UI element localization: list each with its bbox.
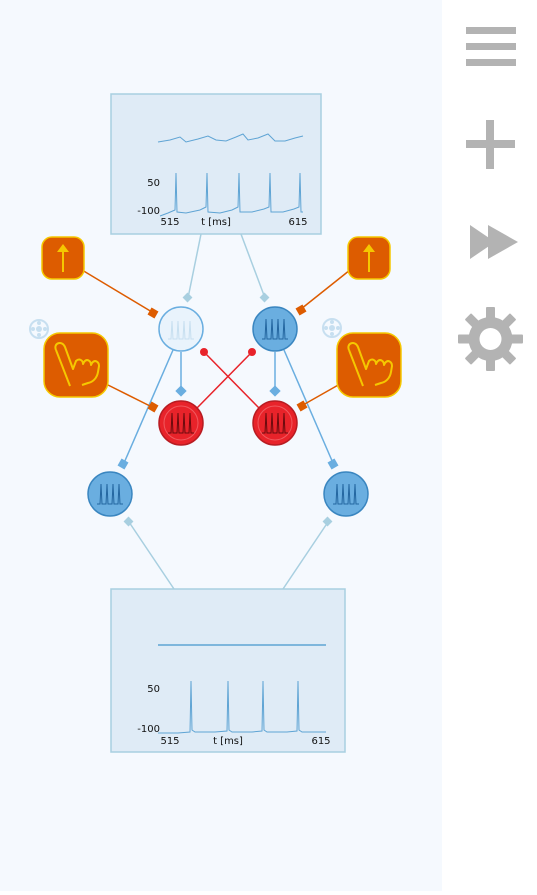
move-handle-icon[interactable] — [322, 318, 342, 338]
touch-sensor-left[interactable] — [43, 332, 109, 398]
neuron-bottom-left[interactable] — [87, 471, 133, 517]
x-axis-label: t [ms] — [201, 217, 231, 228]
conductance-trace — [157, 133, 304, 143]
add-button[interactable] — [455, 109, 525, 179]
hamburger-menu-icon — [466, 27, 516, 66]
settings-button[interactable] — [455, 304, 525, 374]
x-end-label: 615 — [288, 217, 307, 228]
up-arrow-icon — [57, 244, 69, 272]
x-axis-label: t [ms] — [213, 736, 243, 747]
menu-button[interactable] — [455, 12, 525, 82]
x-start-label: 515 — [160, 736, 179, 747]
connections — [81, 233, 351, 590]
simulation-canvas[interactable]: 50 -100 515 t [ms] 615 50 -100 515 t [ms… — [0, 0, 442, 891]
dc-source-right[interactable] — [347, 236, 391, 280]
voltmeter-plot-bottom[interactable]: 50 -100 515 t [ms] 615 — [110, 588, 346, 753]
dc-source-left[interactable] — [41, 236, 85, 280]
x-start-label: 515 — [160, 217, 179, 228]
fast-forward-button[interactable] — [455, 207, 525, 277]
fast-forward-icon — [470, 225, 518, 259]
voltage-trace — [159, 172, 303, 217]
gear-icon — [458, 307, 523, 371]
touch-hand-icon — [347, 342, 393, 387]
y-min-label: -100 — [137, 724, 160, 735]
y-min-label: -100 — [137, 206, 160, 217]
x-end-label: 615 — [311, 736, 330, 747]
voltage-trace — [158, 680, 326, 734]
move-handle-icon[interactable] — [29, 319, 49, 339]
inhibitory-neuron-left[interactable] — [158, 400, 204, 446]
neuron-bottom-right[interactable] — [323, 471, 369, 517]
neuron-top-right[interactable] — [252, 306, 298, 352]
inhibitory-neuron-right[interactable] — [252, 400, 298, 446]
y-max-label: 50 — [147, 684, 160, 695]
neuron-top-left[interactable] — [158, 306, 204, 352]
touch-sensor-right[interactable] — [336, 332, 402, 398]
voltmeter-plot-top[interactable]: 50 -100 515 t [ms] 615 — [110, 93, 322, 235]
up-arrow-icon — [363, 244, 375, 272]
y-max-label: 50 — [147, 178, 160, 189]
connection-endpoints — [117, 292, 339, 527]
plus-icon — [466, 120, 515, 169]
touch-hand-icon — [54, 342, 100, 387]
